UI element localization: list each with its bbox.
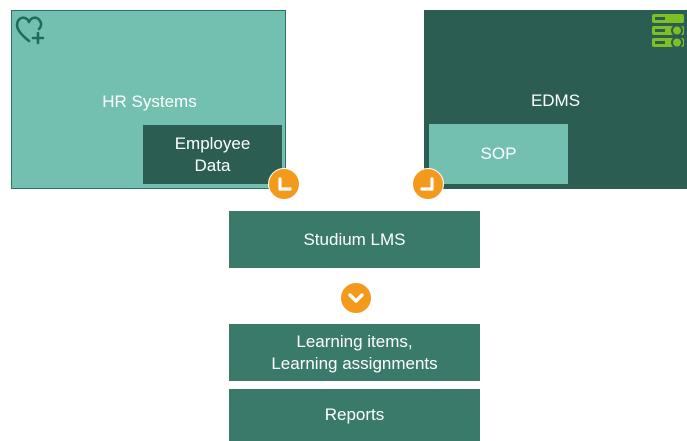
reports-label: Reports xyxy=(324,405,385,424)
arrow-down-left-icon xyxy=(412,168,444,200)
sop-label: SOP xyxy=(480,144,517,163)
studium-lms-label: Studium LMS xyxy=(303,229,406,249)
hr-systems-label: HR Systems xyxy=(102,92,197,111)
server-stack-icon xyxy=(652,14,684,49)
employee-data-label: Employee Data xyxy=(174,133,251,175)
studium-lms-box: Studium LMS xyxy=(229,211,480,268)
arrow-down-right-icon xyxy=(268,168,300,200)
learning-items-label: Learning items, Learning assignments xyxy=(271,331,438,373)
reports-box: Reports xyxy=(229,389,480,441)
heart-plus-icon xyxy=(15,16,45,45)
edms-label: EDMS xyxy=(530,91,581,110)
chevron-down-icon xyxy=(340,282,372,314)
sop-box: SOP xyxy=(429,124,568,184)
employee-data-box: Employee Data xyxy=(143,125,282,184)
learning-items-box: Learning items, Learning assignments xyxy=(229,324,480,381)
